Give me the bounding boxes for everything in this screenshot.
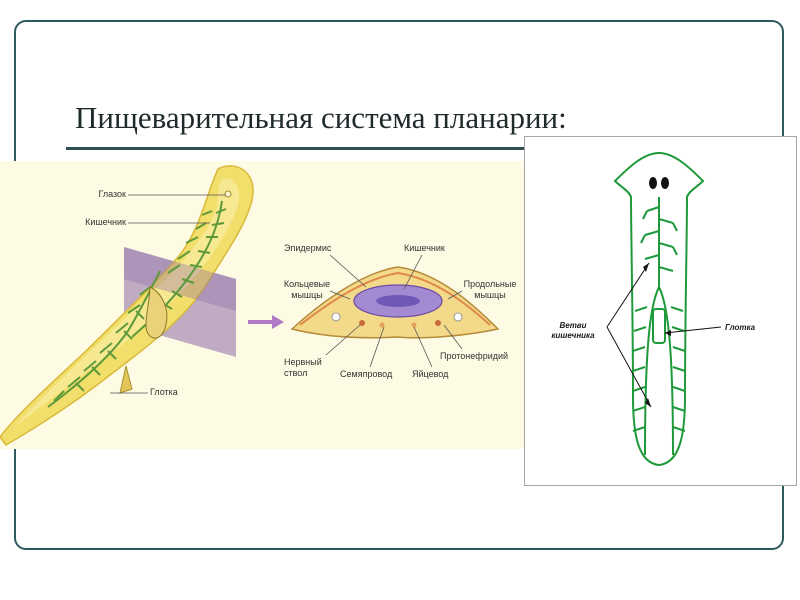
label-sperm-duct: Семяпровод (340, 369, 393, 379)
label-eyespot: Глазок (98, 189, 127, 199)
worm-pharynx (145, 286, 168, 339)
worm-body (0, 165, 254, 446)
label-nerve-trunk: Нервный ствол (284, 357, 322, 378)
label-right-pharynx: Глотка (725, 323, 756, 332)
right-eye-icon (661, 177, 669, 189)
label-gut-branches: Ветви кишечника (551, 321, 595, 340)
pharynx-tip (119, 365, 133, 394)
label-epidermis: Эпидермис (284, 243, 332, 253)
left-illustration-panel: Глазок Кишечник Глотка Эпидермис Кишечни… (0, 161, 530, 449)
body-outline (613, 151, 705, 467)
left-figure-leaders (110, 194, 226, 394)
slide-title: Пищеварительная система планарии: (75, 100, 567, 135)
pharynx-outline (652, 308, 666, 344)
section-arrowhead (272, 315, 284, 329)
title-underline (66, 147, 606, 150)
label-cs-intestine: Кишечник (404, 243, 445, 253)
cross-section (290, 266, 500, 339)
section-plane-front (124, 247, 236, 311)
eyespot-icon (224, 190, 232, 198)
label-long-muscles: Продольные мышцы (463, 279, 517, 300)
label-pharynx: Глотка (150, 387, 178, 397)
cross-section-muscles (299, 271, 491, 326)
label-protonephridium: Протонефридий (440, 351, 509, 361)
label-oviduct: Яйцевод (412, 369, 449, 379)
right-figure-leaders (606, 262, 722, 408)
cross-section-leaders (325, 254, 463, 368)
left-eye-icon (649, 177, 657, 189)
gut-branches (632, 197, 686, 456)
planarian-outline (606, 151, 722, 467)
cross-section-gut-lumen (376, 295, 420, 307)
right-illustration-panel: Ветви кишечника Глотка (524, 136, 797, 486)
label-ring-muscles: Кольцевые мышцы (283, 279, 331, 300)
planarian-illustration (0, 165, 500, 446)
label-intestine: Кишечник (85, 217, 126, 227)
